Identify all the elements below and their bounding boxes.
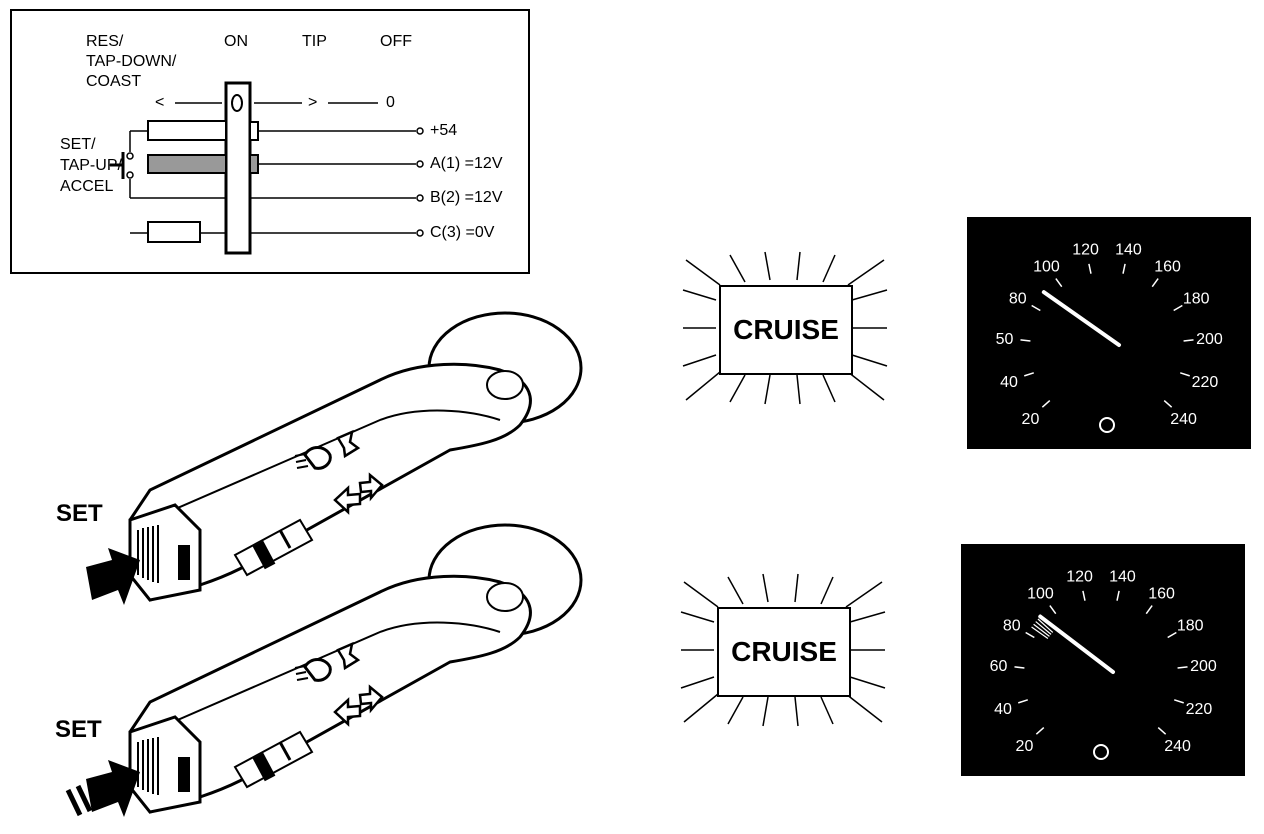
- arrow-left: <: [155, 94, 165, 111]
- gauge-tick-label: 180: [1183, 291, 1210, 308]
- gauge-tick-label: 100: [1027, 586, 1054, 603]
- gauge-tick: [1151, 278, 1159, 288]
- gauge-tick-label: 240: [1164, 738, 1191, 755]
- cruise-indicator-2: CRUISE: [717, 607, 851, 697]
- cruise-indicator-1: CRUISE: [719, 285, 853, 375]
- gauge-tick: [1167, 631, 1177, 639]
- label-coast: COAST: [86, 73, 142, 90]
- gauge-needle: [1041, 290, 1121, 347]
- gauge-tick-label: 180: [1177, 618, 1204, 635]
- gauge-tick: [1163, 399, 1173, 408]
- gauge-tick: [1041, 399, 1051, 408]
- gauge-tick: [1183, 339, 1194, 342]
- terminal-c: C(3) =0V: [430, 224, 495, 241]
- gauge-tick-label: 40: [1000, 374, 1018, 391]
- off-zero: 0: [386, 94, 395, 111]
- gauge-tick-label: 120: [1066, 568, 1093, 585]
- gauge-tick: [1014, 666, 1025, 669]
- gauge-needle-blur: [1031, 626, 1049, 639]
- gauge-tick: [1173, 699, 1184, 704]
- gauge-needle: [1038, 614, 1115, 674]
- gauge-tick-label: 200: [1196, 331, 1223, 348]
- gauge-tick-label: 220: [1186, 701, 1213, 718]
- terminal-54: +54: [430, 122, 458, 139]
- gauge-tick: [1024, 372, 1035, 377]
- gauge-tick: [1145, 605, 1153, 615]
- gauge-tick-label: 120: [1072, 241, 1099, 258]
- terminal-b: B(2) =12V: [430, 189, 503, 206]
- gauge-tick: [1116, 590, 1120, 601]
- gauge-tick-label: 200: [1190, 658, 1217, 675]
- gauge-tick-label: 160: [1154, 259, 1181, 276]
- label-tip: TIP: [302, 33, 327, 50]
- gauge-tick-label: 80: [1003, 618, 1021, 635]
- gauge-tick: [1055, 278, 1063, 288]
- gauge-tick: [1020, 339, 1031, 342]
- terminal-a: A(1) =12V: [430, 155, 503, 172]
- gauge-tick: [1177, 666, 1188, 669]
- gauge-tick: [1173, 304, 1183, 312]
- gauge-tick: [1122, 263, 1126, 274]
- gauge-tick-label: 20: [1016, 738, 1034, 755]
- stalk-set-label-1: SET: [56, 500, 103, 527]
- label-on: ON: [224, 33, 248, 50]
- gauge-needle-blur: [1037, 618, 1054, 633]
- gauge-tick-label: 50: [996, 331, 1014, 348]
- label-tap-up: TAP-UP/: [60, 157, 122, 174]
- gauge-tick: [1088, 263, 1092, 274]
- gauge-tick: [1025, 631, 1035, 639]
- gauge-tick-label: 240: [1170, 411, 1197, 428]
- gauge-tick-label: 60: [990, 658, 1008, 675]
- gauge-tick: [1049, 605, 1057, 615]
- gauge-tick: [1018, 699, 1029, 704]
- label-off: OFF: [380, 33, 412, 50]
- gauge-tick: [1035, 726, 1045, 735]
- gauge-tick-label: 140: [1109, 568, 1136, 585]
- gauge-tick-label: 20: [1022, 411, 1040, 428]
- gauge-odometer-knob: [1099, 417, 1115, 433]
- gauge-tick-label: 140: [1115, 241, 1142, 258]
- gauge-tick-label: 80: [1009, 291, 1027, 308]
- label-tap-down: TAP-DOWN/: [86, 53, 177, 70]
- gauge-tick: [1082, 590, 1086, 601]
- stalk-set-label-2: SET: [55, 716, 102, 743]
- gauge-needle-blur: [1035, 621, 1052, 635]
- gauge-tick-label: 160: [1148, 586, 1175, 603]
- arrow-right: >: [308, 94, 318, 111]
- gauge-tick-label: 40: [994, 701, 1012, 718]
- gauge-needle-blur: [1033, 623, 1050, 637]
- label-accel: ACCEL: [60, 178, 114, 195]
- gauge-tick-label: 220: [1192, 374, 1219, 391]
- label-set: SET/: [60, 136, 96, 153]
- gauge-tick: [1031, 304, 1041, 312]
- gauge-odometer-knob: [1093, 744, 1109, 760]
- label-res: RES/: [86, 33, 124, 50]
- gauge-tick: [1157, 726, 1167, 735]
- gauge-tick-label: 100: [1033, 259, 1060, 276]
- gauge-tick: [1179, 372, 1190, 377]
